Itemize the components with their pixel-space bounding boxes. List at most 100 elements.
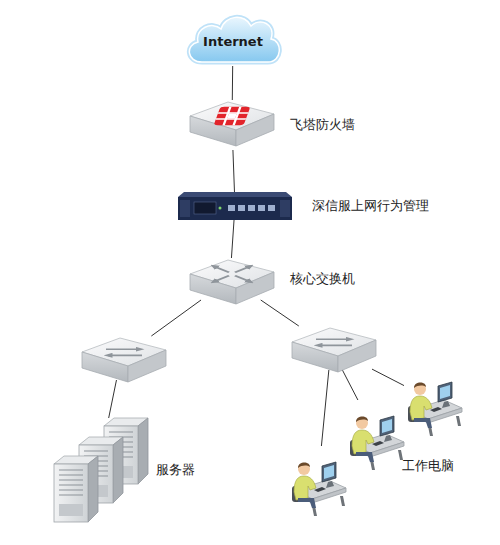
node-outline <box>188 258 272 300</box>
drive-slot <box>59 490 83 491</box>
icon-group <box>190 260 274 304</box>
person-body <box>410 396 432 420</box>
server-group: 服务器 <box>48 418 148 522</box>
network-link <box>261 300 299 326</box>
server-vent <box>59 504 83 516</box>
monitor <box>438 382 452 402</box>
switch-arrow <box>214 266 229 272</box>
person-head <box>414 383 426 395</box>
drive-slot <box>59 475 83 476</box>
icon-group <box>190 102 274 146</box>
logo-plate <box>214 107 251 126</box>
node-outline <box>346 400 406 470</box>
person-body <box>352 430 374 454</box>
switch-arrow <box>235 266 250 272</box>
node-outline <box>290 326 372 370</box>
device-front <box>190 274 236 304</box>
person-body <box>294 476 316 500</box>
device-front <box>82 352 128 382</box>
rack-port <box>258 205 265 211</box>
desk-edge <box>428 408 462 423</box>
rack-front <box>178 197 292 220</box>
desk-leg <box>340 496 345 506</box>
node-outline <box>48 418 148 522</box>
icon-group <box>54 418 148 522</box>
icon-group <box>292 328 376 372</box>
person-legs <box>414 418 432 428</box>
node-title: Internet <box>182 34 284 50</box>
rack-ear <box>280 200 290 217</box>
network-link <box>342 370 358 400</box>
person-hair <box>414 383 426 388</box>
behavior-management-appliance: 深信服上网行为管理 <box>178 192 292 220</box>
network-link <box>232 66 233 100</box>
icon-group <box>178 192 292 220</box>
monitor-stand <box>384 435 392 442</box>
node-outline <box>288 446 348 516</box>
drive-slot <box>59 485 83 486</box>
person-hair <box>356 417 368 422</box>
switch-arrow <box>214 276 229 282</box>
server-front <box>54 464 88 522</box>
desk-edge <box>370 442 404 457</box>
node-outline <box>188 100 276 150</box>
switch-arrows <box>316 339 352 345</box>
node-label: 服务器 <box>156 462 195 478</box>
person-head <box>356 417 368 429</box>
network-link <box>233 150 235 192</box>
drive-slot <box>109 432 133 433</box>
monitor <box>322 462 336 482</box>
node-outline <box>404 366 464 436</box>
monitor <box>380 416 394 436</box>
server-side <box>88 456 98 522</box>
server-side <box>113 437 123 503</box>
switch-arrow <box>316 338 350 340</box>
person-legs <box>298 498 316 508</box>
node-label: 深信服上网行为管理 <box>312 198 429 214</box>
fortinet-logo <box>214 107 251 126</box>
rack-port <box>268 205 275 211</box>
network-link <box>321 370 328 446</box>
switch-arrow <box>108 354 142 356</box>
network-link <box>231 220 234 258</box>
group-label: 工作电脑 <box>402 458 454 474</box>
network-link <box>109 380 117 418</box>
switch-arrows <box>106 349 142 355</box>
device-side <box>236 272 274 304</box>
network-link <box>151 300 201 336</box>
logo-gaps <box>214 107 251 126</box>
icon-group <box>350 416 404 470</box>
person-legs <box>356 452 374 462</box>
workstation <box>346 400 406 470</box>
switch-arrow <box>318 344 352 346</box>
switch-arrows <box>214 266 250 281</box>
icon-group <box>292 462 346 516</box>
monitor-stand <box>442 401 450 408</box>
icon-group <box>82 338 166 382</box>
monitor-screen <box>324 465 334 479</box>
desk-leg <box>456 416 461 426</box>
monitor-stand <box>326 481 334 488</box>
desk-edge <box>312 488 346 503</box>
logo-center <box>227 114 237 119</box>
rack-ear <box>180 200 190 217</box>
device-front <box>292 342 338 372</box>
rack-port <box>228 205 235 211</box>
rack-top <box>178 192 292 197</box>
switch-arrow <box>235 276 250 282</box>
person-head <box>298 463 310 475</box>
node-label: 飞塔防火墙 <box>290 117 355 133</box>
core-switch: 核心交换机 <box>188 258 272 300</box>
access-switch <box>290 326 372 370</box>
node-label: 核心交换机 <box>290 271 355 287</box>
server-side <box>138 418 148 484</box>
internet-cloud: Internet <box>182 12 284 66</box>
rack-port <box>238 205 245 211</box>
drive-slot <box>59 470 83 471</box>
node-outline <box>80 336 162 380</box>
network-link <box>372 369 404 385</box>
rack-port <box>248 205 255 211</box>
person-hair <box>298 463 310 468</box>
firewall-device: 飞塔防火墙 <box>188 100 276 150</box>
